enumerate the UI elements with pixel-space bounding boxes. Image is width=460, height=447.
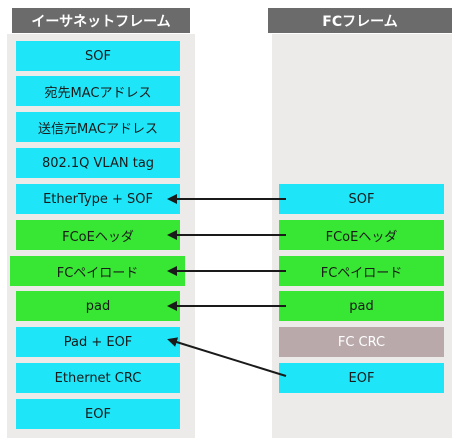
fc-field-eof: EOF [279, 363, 444, 393]
ethernet-field-sof: SOF [16, 41, 180, 71]
ethernet-field-eof: EOF [16, 399, 180, 429]
fc-field-pad: pad [279, 291, 444, 321]
ethernet-field-pad-eof: Pad + EOF [16, 327, 180, 357]
fc-frame-header: FCフレーム [268, 8, 452, 33]
ethernet-field-dest-mac: 宛先MACアドレス [16, 76, 180, 106]
ethernet-field-fc-payload: FCペイロード [10, 256, 185, 286]
ethernet-field-src-mac: 送信元MACアドレス [16, 112, 180, 142]
ethernet-field-vlan-tag: 802.1Q VLAN tag [16, 148, 180, 178]
ethernet-frame-header: イーサネットフレーム [12, 8, 190, 33]
fc-field-fcoe-header: FCoEヘッダ [279, 220, 444, 250]
fc-field-fc-payload: FCペイロード [279, 256, 444, 286]
ethernet-field-pad: pad [16, 291, 180, 321]
ethernet-field-ethertype-sof: EtherType + SOF [16, 184, 180, 214]
ethernet-field-ethernet-crc: Ethernet CRC [16, 363, 180, 393]
ethernet-field-fcoe-header: FCoEヘッダ [16, 220, 180, 250]
fc-field-sof: SOF [279, 184, 444, 214]
fc-field-fc-crc: FC CRC [279, 327, 444, 357]
